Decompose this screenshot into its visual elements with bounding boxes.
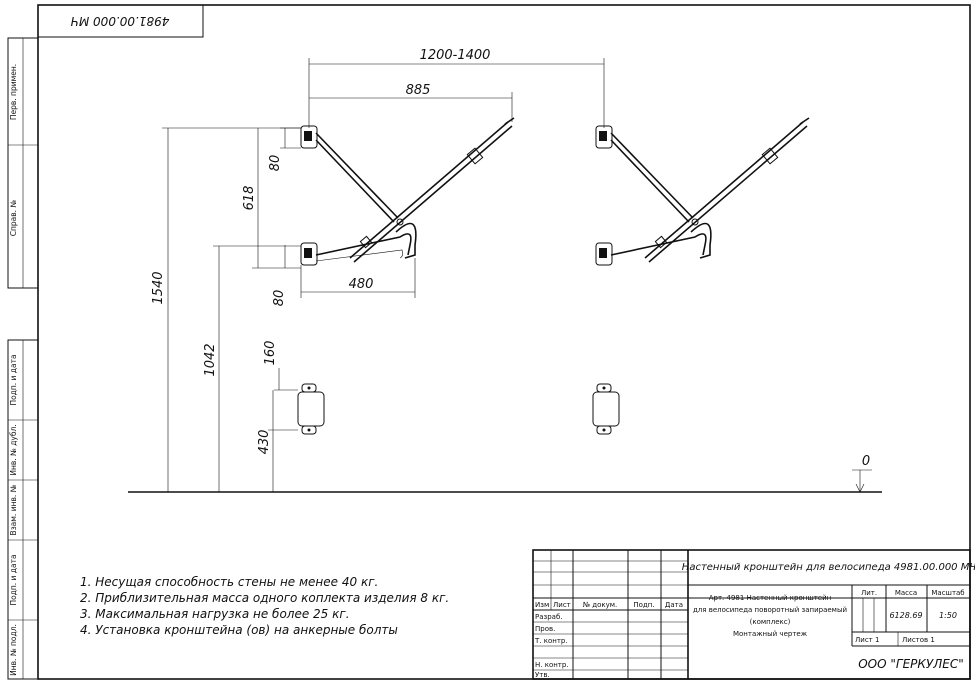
scale-value: 1:50 (939, 611, 957, 620)
sheets-label: Листов 1 (902, 636, 935, 644)
dim-1540: 1540 (151, 271, 166, 304)
side-label-podp1: Подп. и дата (9, 354, 18, 405)
sheet-label: Лист 1 (855, 636, 879, 644)
desc-line-4: Монтажный чертеж (733, 630, 808, 638)
designation-box (37, 4, 204, 38)
side-label-vzam: Взам. инв. № (9, 484, 18, 535)
row-tkontr: Т. контр. (534, 637, 568, 645)
designation-mirrored: 4981.00.000 МЧ (71, 14, 170, 28)
note-3: 3. Максимальная нагрузка не более 25 кг. (80, 607, 350, 621)
dim-1042: 1042 (203, 343, 218, 376)
col-docnum: № докум. (583, 601, 618, 609)
side-label-podp2: Подп. и дата (9, 554, 18, 605)
bracket-right (595, 117, 810, 266)
lock-left (297, 383, 325, 435)
side-strip (7, 37, 39, 680)
desc-line-3: (комплекс) (750, 618, 791, 626)
note-4: 4. Установка кронштейна (ов) на анкерные… (80, 623, 398, 637)
dim-618: 618 (242, 186, 257, 211)
dim-zero-level: 0 (862, 454, 870, 469)
mass-value: 6128.69 (889, 611, 922, 620)
col-podp: Подп. (633, 601, 654, 609)
row-nkontr: Н. контр. (535, 661, 569, 669)
dim-80-top: 80 (268, 155, 283, 172)
dim-885: 885 (406, 83, 431, 98)
dim-80-lower: 80 (272, 290, 287, 307)
desc-line-2: для велосипеда поворотный запираемый (693, 606, 847, 614)
row-prov: Пров. (535, 625, 555, 633)
bracket-left (300, 117, 515, 266)
col-data: Дата (665, 601, 683, 609)
note-1: 1. Несущая способность стены не менее 40… (80, 575, 378, 589)
note-2: 2. Приблизительная масса одного коплекта… (80, 591, 449, 605)
side-label-dubl: Инв. № дубл. (9, 424, 18, 475)
title-text: Настенный кронштейн для велосипеда 4981.… (682, 562, 975, 573)
dim-480: 480 (349, 277, 374, 292)
dim-160: 160 (263, 341, 278, 366)
dimension-lines (162, 58, 872, 493)
lock-right (592, 383, 620, 435)
col-izm: Изм (535, 601, 549, 609)
side-label-podl: Инв. № подл. (9, 624, 18, 676)
side-label-perv: Перв. примен. (9, 64, 18, 120)
desc-line-1: Арт. 4981 Настенный кронштейн (709, 594, 832, 602)
title-block (532, 549, 971, 680)
side-label-sprav: Справ. № (9, 200, 18, 237)
scale-label: Масштаб (931, 589, 964, 597)
row-razrab: Разраб. (535, 613, 563, 621)
dim-430: 430 (257, 430, 272, 455)
lit-label: Лит. (861, 589, 877, 597)
company-name: ООО "ГЕРКУЛЕС" (858, 657, 964, 671)
mass-label: Масса (895, 589, 917, 597)
dim-1200-1400: 1200-1400 (420, 48, 491, 63)
row-utv: Утв. (535, 671, 550, 679)
col-list: Лист (553, 601, 571, 609)
